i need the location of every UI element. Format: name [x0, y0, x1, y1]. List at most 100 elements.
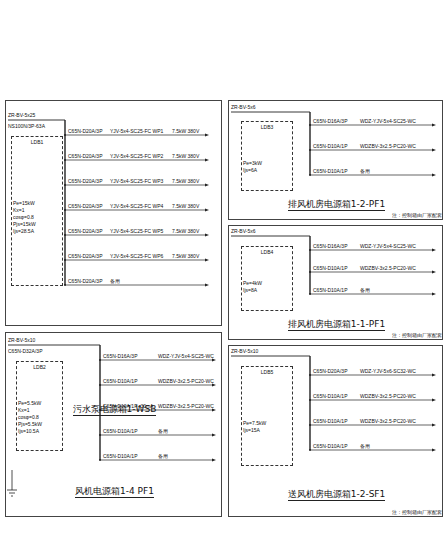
circuit-label: 7.5kW 380V — [172, 128, 199, 134]
circuit-label: 备用 — [110, 278, 120, 284]
feeder-arrow — [205, 183, 209, 186]
wire — [65, 160, 205, 161]
wire — [309, 236, 310, 294]
wire — [310, 272, 432, 273]
feeder-arrow — [205, 158, 209, 161]
circuit-label: Pe=3kW — [243, 160, 262, 166]
circuit-label: YJV-5x4-SC25-FC WP6 — [110, 253, 163, 259]
circuit-label: Ijs=28.5A — [13, 228, 34, 234]
wire — [12, 470, 13, 490]
circuit-label: 7.5kW 380V — [172, 228, 199, 234]
circuit-label: 注：控制箱由厂家配套 — [392, 212, 442, 218]
feeder-arrow — [205, 233, 209, 236]
wire — [99, 345, 100, 460]
circuit-label: C65N-D10A/1P — [103, 378, 137, 384]
circuit-label: WDZBV-3x2.5-PC20-WC — [360, 393, 416, 399]
circuit-label: Pe=7.5kW — [243, 420, 266, 426]
circuit-label: C65N-D20A/3P — [68, 253, 102, 259]
wire — [65, 210, 205, 211]
wire — [310, 250, 432, 251]
circuit-label: WDZ-YJV-5x4-SC25-WC — [360, 243, 416, 249]
control-box: LDB3 — [241, 121, 293, 191]
circuit-label: YJV-5x4-SC25-FC WP2 — [110, 153, 163, 159]
feeder-arrow — [432, 398, 436, 401]
circuit-label: C65N-D10A/1P+30mA — [103, 403, 153, 409]
circuit-label: Pe=4kW — [243, 280, 262, 286]
feeder-arrow — [205, 258, 209, 261]
panel-caption: 排风机房电源箱1-1-PF1 — [288, 319, 385, 331]
circuit-label: Ijs=6A — [243, 167, 257, 173]
feeder-arrow — [432, 423, 436, 426]
circuit-label: cosφ=0.8 — [18, 414, 39, 420]
circuit-label: C65N-D20A/3P — [313, 368, 347, 374]
box-name: LDB3 — [242, 124, 292, 130]
circuit-label: WDZ-YJV-5x4-SC25-WC — [158, 353, 214, 359]
circuit-label: YJV-5x4-SC25-FC WP3 — [110, 178, 163, 184]
feeder-arrow — [432, 148, 436, 151]
wire — [310, 294, 432, 295]
wire — [309, 112, 310, 175]
wire — [310, 425, 432, 426]
circuit-label: C65N-D20A/3P — [68, 178, 102, 184]
circuit-label: 7.5kW 380V — [172, 203, 199, 209]
circuit-label: ZR-BV-5x6 — [231, 228, 255, 234]
box-name: LDB1 — [12, 139, 62, 145]
wire — [65, 185, 205, 186]
circuit-label: ZR-BV-5x6 — [231, 104, 255, 110]
circuit-label: cosφ=0.8 — [13, 214, 34, 220]
circuit-label: 备用 — [360, 443, 370, 449]
circuit-label: Ijs=10.5A — [18, 428, 39, 434]
wire — [100, 385, 212, 386]
circuit-label: 7.5kW 380V — [172, 178, 199, 184]
circuit-label: C65N-D20A/3P — [68, 278, 102, 284]
control-box: LDB5 — [241, 366, 293, 466]
circuit-label: C65N-D20A/3P — [68, 228, 102, 234]
circuit-label: C65N-D10A/1P — [103, 453, 137, 459]
feeder-arrow — [432, 123, 436, 126]
wire — [310, 375, 432, 376]
circuit-label: 注：控制箱由厂家配套 — [392, 509, 442, 515]
circuit-label: C65N-D16A/3P — [313, 118, 347, 124]
circuit-label: C65N-D32A/3P — [8, 348, 42, 354]
wire — [8, 345, 100, 346]
circuit-label: Ijs=15A — [243, 427, 260, 433]
wire — [310, 450, 432, 451]
circuit-label: C65N-D16A/3P — [313, 243, 347, 249]
circuit-label: Kx=1 — [13, 207, 25, 213]
wire — [309, 356, 310, 450]
circuit-label: C65N-D10A/1P — [313, 443, 347, 449]
wire — [65, 260, 205, 261]
wire — [7, 490, 17, 491]
wire — [9, 493, 15, 494]
wire — [310, 400, 432, 401]
wire — [100, 460, 212, 461]
feeder-arrow — [432, 373, 436, 376]
box-name: LDB2 — [17, 364, 62, 370]
feeder-arrow — [432, 173, 436, 176]
wire — [11, 496, 13, 497]
feeder-arrow — [432, 448, 436, 451]
circuit-label: WDZ-YJV-5x6-SC32-WC — [360, 368, 416, 374]
wire — [100, 360, 212, 361]
circuit-label: C65N-D10A/1P — [313, 168, 347, 174]
feeder-arrow — [432, 270, 436, 273]
feeder-arrow — [212, 433, 216, 436]
circuit-label: 7.5kW 380V — [172, 253, 199, 259]
wire — [65, 285, 205, 286]
wire — [8, 120, 65, 121]
circuit-label: C65N-D10A/1P — [313, 418, 347, 424]
circuit-label: 7.5kW 380V — [172, 153, 199, 159]
wire — [310, 125, 432, 126]
circuit-label: Pjs=15kW — [13, 221, 36, 227]
wire — [310, 150, 432, 151]
circuit-label: YJV-5x4-SC25-FC WP5 — [110, 228, 163, 234]
panel-caption: 风机电源箱1-4 PF1 — [75, 486, 154, 498]
circuit-label: Pe=5.5kW — [18, 400, 41, 406]
circuit-label: C65N-D10A/1P — [313, 287, 347, 293]
circuit-label: YJV-5x4-SC25-FC WP1 — [110, 128, 163, 134]
circuit-label: Kx=1 — [18, 407, 30, 413]
circuit-label: WDZBV-3x2.5-PC20-WC — [158, 378, 214, 384]
feeder-arrow — [432, 248, 436, 251]
circuit-label: WDZBV-3x2.5-PC20-WC — [360, 265, 416, 271]
